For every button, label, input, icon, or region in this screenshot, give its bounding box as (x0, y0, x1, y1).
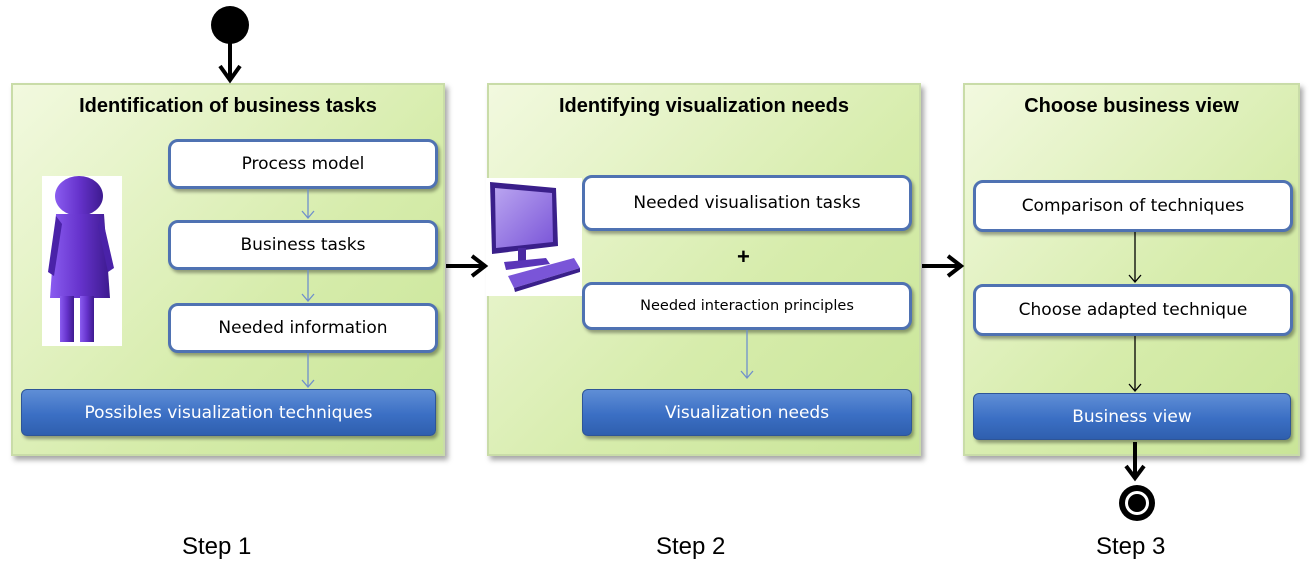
step1-label: Step 1 (182, 533, 252, 560)
choose-adapted-technique-box: Choose adapted technique (973, 284, 1293, 336)
business-tasks-box: Business tasks (168, 220, 438, 270)
step1-flow-arrows (301, 189, 315, 388)
step2-label: Step 2 (656, 533, 726, 560)
person-icon (42, 176, 122, 346)
step2-flow-arrow (740, 330, 754, 379)
possibles-visualization-techniques-box: Possibles visualization techniques (21, 389, 436, 436)
needed-information-box: Needed information (168, 303, 438, 353)
step2-title: Identifying visualization needs (558, 95, 850, 117)
comparison-of-techniques-box: Comparison of techniques (973, 180, 1293, 232)
business-view-box: Business view (973, 393, 1291, 440)
step3-flow-arrows (1128, 232, 1142, 392)
step2-to-step3-arrow (922, 254, 965, 278)
end-node-icon (1119, 442, 1155, 521)
start-node-icon (211, 6, 249, 84)
process-model-box: Process model (168, 139, 438, 189)
step3-label: Step 3 (1096, 533, 1166, 560)
step3-title: Choose business view (1024, 95, 1239, 117)
visualization-needs-box: Visualization needs (582, 389, 912, 436)
step1-title: Identification of business tasks (79, 95, 377, 117)
computer-icon (486, 178, 582, 296)
step1-to-step2-arrow (446, 254, 489, 278)
needed-visualisation-tasks-box: Needed visualisation tasks (582, 175, 912, 231)
plus-sign: + (737, 244, 750, 269)
needed-interaction-principles-box: Needed interaction principles (582, 282, 912, 330)
